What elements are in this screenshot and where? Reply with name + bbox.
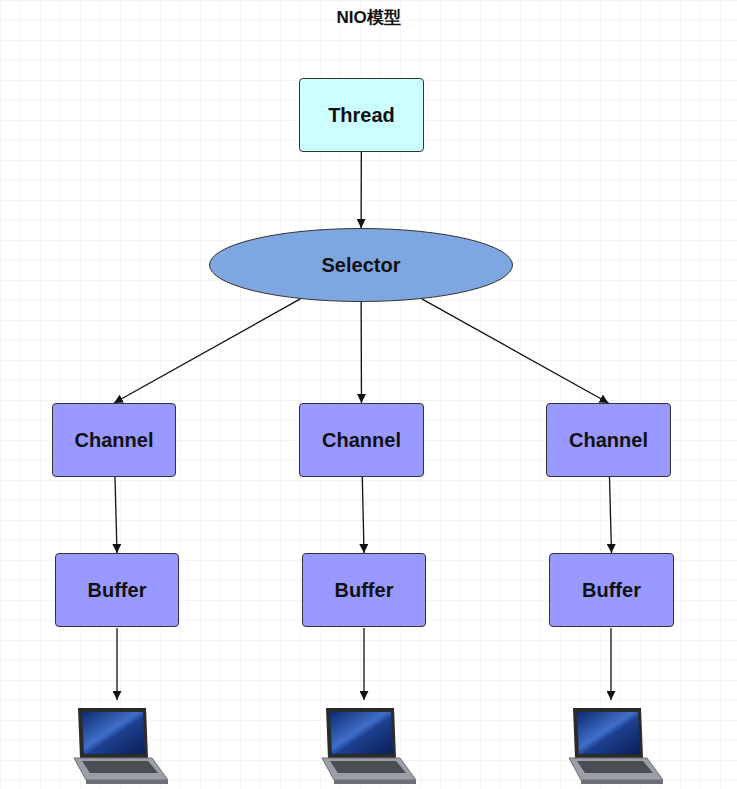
node-label: Buffer xyxy=(335,579,394,602)
channel-box: Channel xyxy=(546,403,671,477)
channel-box: Channel xyxy=(299,403,424,477)
connector-arrow xyxy=(115,477,117,553)
node-label: Channel xyxy=(569,429,648,452)
laptop-icon xyxy=(569,708,663,784)
connector-arrow xyxy=(360,152,362,228)
node-label: Selector xyxy=(322,254,401,277)
connector-arrow xyxy=(114,299,300,403)
connector-arrow xyxy=(360,302,362,403)
node-label: Thread xyxy=(328,104,395,127)
buffer-box: Buffer xyxy=(55,553,179,627)
buffer-box: Buffer xyxy=(302,553,426,627)
selector-ellipse: Selector xyxy=(209,228,513,302)
node-label: Channel xyxy=(75,429,154,452)
connector-arrow xyxy=(422,299,609,403)
laptop-icon xyxy=(322,708,416,784)
arrow xyxy=(363,628,364,700)
connector-arrow xyxy=(609,477,611,553)
diagram-title: NIO模型 xyxy=(0,6,737,29)
node-label: Buffer xyxy=(88,579,147,602)
buffer-box: Buffer xyxy=(549,553,674,627)
arrow xyxy=(610,628,611,700)
thread-box: Thread xyxy=(299,78,424,152)
laptop-icon xyxy=(74,708,168,784)
node-label: Buffer xyxy=(582,579,641,602)
node-label: Channel xyxy=(322,429,401,452)
connector-arrow xyxy=(362,477,364,553)
channel-box: Channel xyxy=(52,403,176,477)
arrow xyxy=(116,628,117,700)
